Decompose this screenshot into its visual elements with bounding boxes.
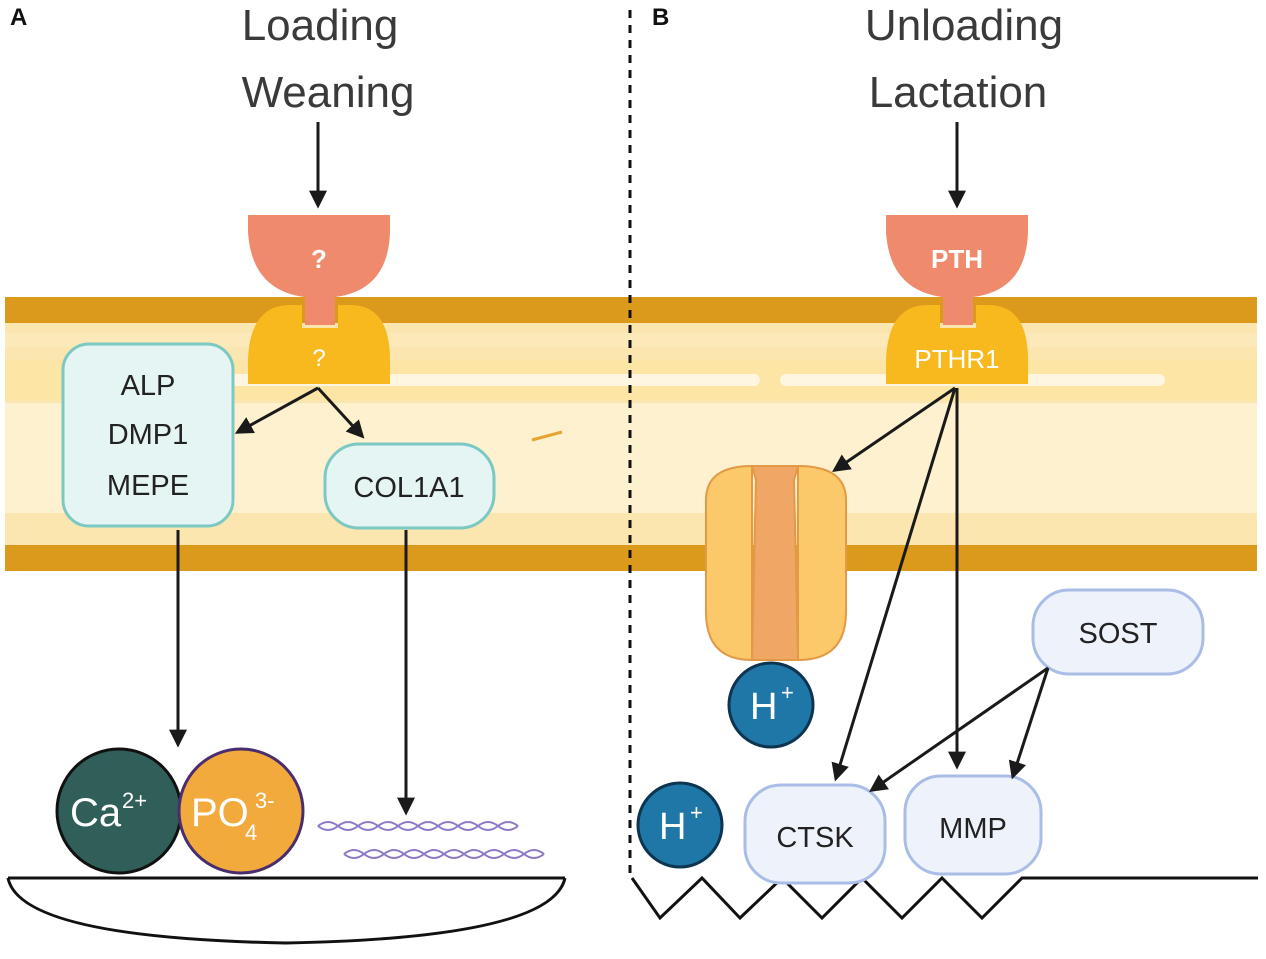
phosphate-charge: 3- bbox=[255, 788, 275, 813]
pth-stem bbox=[943, 280, 973, 325]
arrow-receptor-to-col1a1 bbox=[316, 386, 365, 439]
phosphate-base: PO bbox=[191, 791, 249, 835]
arrow-receptor-to-alp bbox=[234, 386, 319, 434]
calcium-charge: 2+ bbox=[122, 788, 147, 813]
col1a1-label: COL1A1 bbox=[353, 472, 464, 504]
bone-surface-b bbox=[630, 875, 1258, 921]
gene-alp: ALP bbox=[121, 370, 176, 402]
panel-a-letter: A bbox=[10, 4, 27, 31]
receptor-a-label: ? bbox=[312, 345, 325, 372]
pthr1-label: PTHR1 bbox=[914, 344, 999, 374]
membrane-fleck bbox=[531, 430, 563, 442]
proton-2-base: H bbox=[659, 806, 686, 848]
phosphate-subscript: 4 bbox=[245, 820, 257, 845]
receptor-a-shape bbox=[248, 305, 390, 384]
pthr1-shape bbox=[886, 305, 1028, 384]
panel-b-title-line1: Unloading bbox=[865, 1, 1063, 50]
gene-mepe: MEPE bbox=[107, 470, 189, 502]
pth-shape bbox=[886, 215, 1028, 298]
arrow-sost-to-ctsk bbox=[869, 666, 1049, 793]
panel-b-letter: B bbox=[652, 4, 669, 31]
arrow-pthr1-to-pump bbox=[832, 386, 956, 473]
ctsk-box bbox=[743, 783, 887, 885]
panel-a-title-line1: Loading bbox=[242, 1, 399, 50]
mmp-label: MMP bbox=[939, 813, 1007, 845]
calcium-base: Ca bbox=[70, 791, 122, 835]
ligand-a-label: ? bbox=[311, 244, 327, 274]
proton-ion-2 bbox=[636, 781, 724, 869]
pth-label: PTH bbox=[931, 244, 983, 274]
sost-label: SOST bbox=[1079, 618, 1158, 650]
phosphate-ion bbox=[177, 747, 305, 875]
ligand-a-shape bbox=[248, 215, 390, 298]
ctsk-label: CTSK bbox=[776, 822, 854, 854]
bone-pit-a bbox=[6, 877, 567, 945]
proton-1-base: H bbox=[750, 686, 777, 728]
panel-a-title-line2: Weaning bbox=[242, 68, 415, 117]
mmp-box bbox=[903, 774, 1043, 876]
alp-dmp1-mepe-box bbox=[61, 342, 235, 528]
gene-dmp1: DMP1 bbox=[108, 419, 189, 451]
panel-b-title-line2: Lactation bbox=[869, 68, 1048, 117]
proton-ion-1 bbox=[727, 661, 815, 749]
collagen-fibrils bbox=[317, 821, 545, 859]
ligand-a-stem bbox=[305, 280, 335, 325]
arrow-pthr1-to-ctsk bbox=[831, 387, 957, 782]
proton-pump-channel bbox=[705, 464, 847, 662]
arrow-sost-to-mmp bbox=[1008, 667, 1050, 780]
proton-2-charge: + bbox=[690, 800, 703, 825]
proton-1-charge: + bbox=[781, 680, 794, 705]
col1a1-box bbox=[323, 442, 496, 530]
sost-box bbox=[1031, 588, 1205, 676]
